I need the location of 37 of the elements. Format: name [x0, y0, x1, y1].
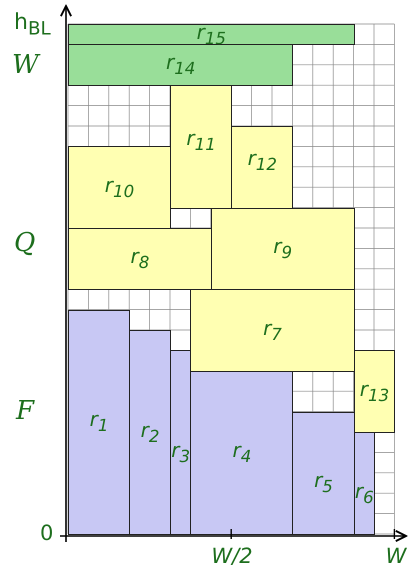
- tick-label: W: [386, 546, 406, 567]
- packed-rectangle: [354, 432, 375, 535]
- packed-rectangle: [170, 350, 192, 535]
- axis-label: h$_{BL}$: [14, 12, 51, 39]
- rectangle-label: r$_{5}$: [314, 470, 333, 496]
- rectangle-label: r$_{9}$: [273, 236, 292, 262]
- packed-rectangle: [190, 289, 355, 372]
- packed-rectangle: [292, 412, 355, 535]
- packed-rectangle: [354, 350, 396, 433]
- rectangle-label: r$_{1}$: [90, 409, 109, 436]
- region-label: F: [16, 398, 34, 424]
- rectangle-label: r$_{11}$: [186, 128, 216, 154]
- packed-rectangle: [68, 44, 294, 86]
- packed-rectangle: [170, 85, 232, 209]
- packed-rectangle: [68, 24, 355, 46]
- tick-label: 0: [40, 523, 54, 544]
- packed-rectangle: [210, 208, 355, 290]
- rectangle-label: r$_{3}$: [171, 440, 190, 466]
- rectangle-label: r$_{4}$: [232, 440, 252, 466]
- packed-rectangle: [68, 228, 212, 290]
- packed-rectangle: [68, 146, 171, 229]
- rectangle-label: r$_{2}$: [140, 420, 160, 446]
- rectangle-label: r$_{8}$: [130, 246, 150, 272]
- tick-label: W/2: [211, 546, 253, 567]
- rectangle-label: r$_{10}$: [104, 174, 134, 201]
- rectangle-label: r$_{7}$: [263, 318, 282, 344]
- region-label: Q: [14, 230, 36, 256]
- packed-rectangle: [231, 126, 294, 209]
- rectangle-label: r$_{13}$: [360, 378, 390, 405]
- rectangle-label: r$_{6}$: [354, 480, 374, 506]
- packed-rectangle: [129, 330, 171, 535]
- rectangle-label: r$_{15}$: [196, 22, 226, 48]
- region-label: W: [12, 52, 39, 78]
- packed-rectangle: [68, 310, 130, 535]
- rectangle-label: r$_{12}$: [248, 148, 277, 174]
- packed-rectangle: [190, 370, 294, 535]
- rectangle-label: r$_{14}$: [166, 52, 196, 78]
